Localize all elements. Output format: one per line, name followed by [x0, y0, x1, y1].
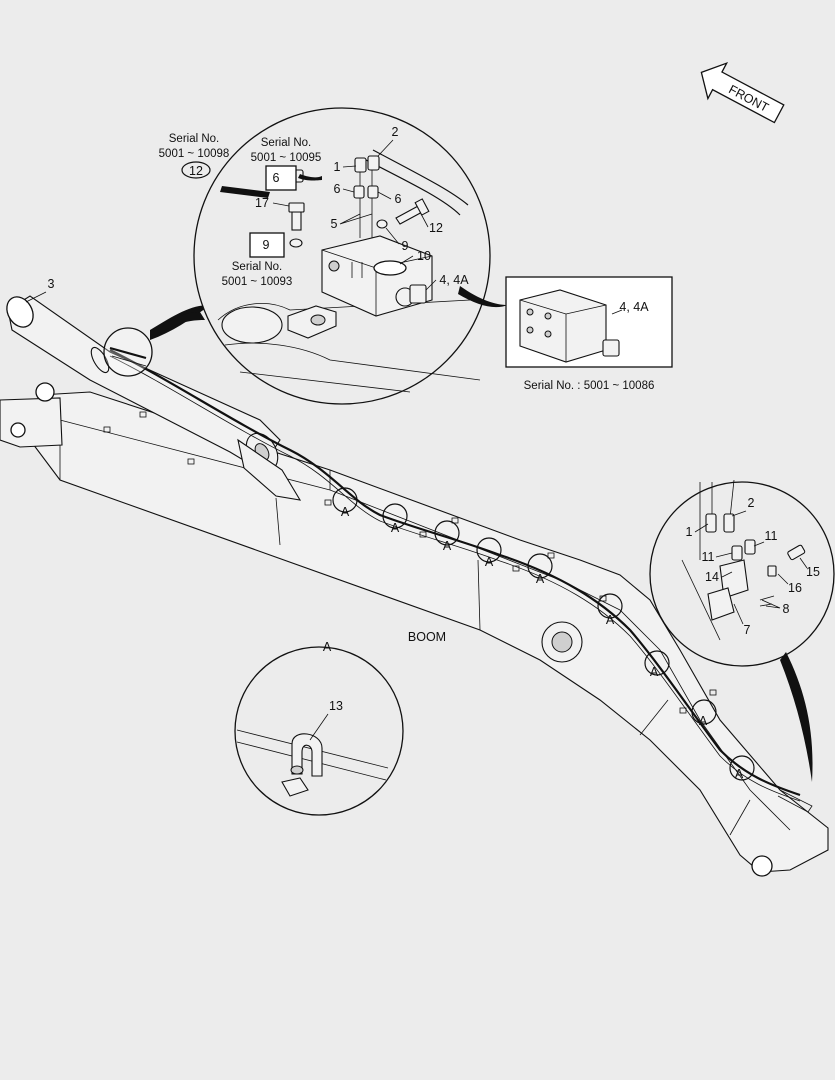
- detail-a-marker: A: [434, 520, 460, 553]
- valve-detail-circle: [193, 107, 491, 405]
- svg-text:A: A: [699, 714, 708, 728]
- callout-16: 16: [788, 581, 802, 595]
- svg-text:A: A: [341, 505, 350, 519]
- svg-text:A: A: [735, 767, 744, 781]
- detail-a-marker: A: [382, 503, 408, 535]
- svg-text:A: A: [391, 521, 400, 535]
- boom-pin-hole-front: [10, 422, 26, 438]
- detail-a-marker: A: [691, 699, 717, 728]
- alternate-valve-panel: [505, 276, 673, 368]
- callout-4-4a-alt: 4, 4A: [619, 300, 649, 314]
- callout-2: 2: [392, 125, 399, 139]
- callout-11-right-b: 11: [702, 550, 715, 564]
- callout-10: 10: [417, 249, 431, 263]
- serial-note-part-9: Serial No.5001 ~ 10093: [222, 261, 293, 288]
- callout-13: 13: [329, 699, 343, 713]
- detail-pointer: [150, 312, 205, 340]
- serial-note-part-6: Serial No.5001 ~ 10095: [251, 137, 322, 164]
- arm-cylinder: [6, 295, 302, 501]
- detail-a-marker: A: [729, 755, 755, 781]
- svg-text:A: A: [606, 613, 615, 627]
- callout-7: 7: [744, 623, 751, 637]
- callout-15: 15: [806, 565, 820, 579]
- clamp-detail-circle: A: [234, 640, 404, 816]
- serial-box-part-9: [249, 232, 285, 258]
- callout-9: 9: [402, 239, 409, 253]
- detail-a-marker: A: [527, 553, 553, 586]
- callout-6-boxed: 6: [273, 171, 280, 185]
- serial-box-part-6: [265, 165, 297, 191]
- boom-structure: [0, 382, 829, 877]
- callout-14: 14: [705, 570, 719, 584]
- detail-a-title: A: [323, 640, 332, 654]
- callout-12: 12: [429, 221, 443, 235]
- callout-9-boxed: 9: [263, 238, 270, 252]
- callout-6: 6: [334, 182, 341, 196]
- serial-note-alt-valve: Serial No. : 5001 ~ 10086: [524, 380, 655, 392]
- callout-6b: 6: [395, 192, 402, 206]
- detail-a-marker: A: [476, 537, 502, 569]
- bolt-part-12: [395, 198, 430, 225]
- circled-part-12: [181, 161, 211, 179]
- boom-label: BOOM: [408, 630, 446, 644]
- cylinder-rod-eye: [6, 296, 34, 328]
- callout-1-right: 1: [686, 525, 693, 539]
- hose-fitting: [353, 155, 380, 199]
- svg-text:A: A: [485, 555, 494, 569]
- svg-text:A: A: [443, 539, 452, 553]
- detail-pointer: [458, 286, 508, 308]
- detail-a-markers: A A A A A A A A: [332, 487, 755, 781]
- valve-block: [321, 235, 433, 317]
- svg-text:A: A: [650, 665, 659, 679]
- callout-8: 8: [783, 602, 790, 616]
- callout-1: 1: [334, 160, 341, 174]
- detail-a-marker: A: [597, 593, 623, 627]
- detail-a-marker: A: [332, 487, 358, 519]
- detail-pointer: [780, 652, 813, 782]
- callout-3: 3: [48, 277, 55, 291]
- callout-17: 17: [255, 196, 269, 210]
- callout-11-right-a: 11: [765, 529, 778, 543]
- boom-pin-hole-top: [35, 382, 55, 402]
- detail-a-marker: A: [644, 650, 670, 679]
- callout-4-4a: 4, 4A: [439, 273, 469, 287]
- front-direction-arrow: FRONT: [700, 62, 785, 124]
- serial-note-part-12: Serial No.5001 ~ 10098: [159, 133, 230, 160]
- svg-text:12: 12: [189, 164, 203, 178]
- bolt-part-17: [288, 202, 305, 231]
- callout-5: 5: [331, 217, 338, 231]
- svg-text:A: A: [536, 572, 545, 586]
- callout-2-right: 2: [748, 496, 755, 510]
- boom-foot-pin-hole: [751, 855, 773, 877]
- washer-part-9: [289, 238, 303, 248]
